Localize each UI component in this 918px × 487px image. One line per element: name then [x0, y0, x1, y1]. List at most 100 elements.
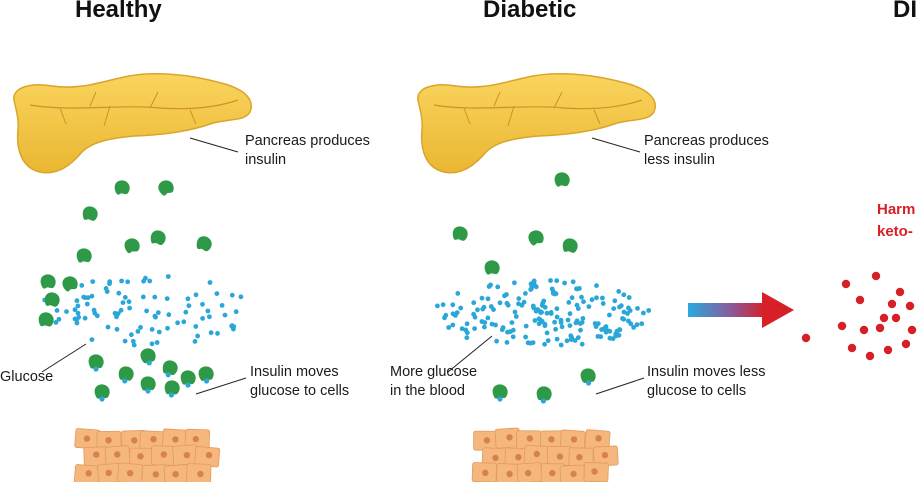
- glucose-dot-icon: [122, 295, 128, 300]
- glucose-dot-icon: [75, 310, 81, 316]
- glucose-dot-icon: [536, 321, 542, 327]
- insulin-molecule-icon: [536, 386, 552, 404]
- glucose-dot-icon: [125, 279, 131, 285]
- ketone-dot-icon: [887, 299, 897, 309]
- glucose-dot-icon: [129, 332, 134, 338]
- glucose-dot-icon: [89, 337, 95, 342]
- diabetic-blood-label: More glucose in the blood: [390, 363, 477, 401]
- glucose-dot-icon: [562, 280, 567, 286]
- glucose-dot-icon: [475, 307, 480, 313]
- glucose-dot-icon: [486, 284, 492, 289]
- label-line: in the blood: [390, 383, 465, 399]
- glucose-dot-icon: [616, 289, 622, 294]
- glucose-dot-icon: [493, 322, 498, 328]
- glucose-dot-icon: [595, 321, 601, 326]
- glucose-dot-icon: [175, 320, 181, 326]
- glucose-dot-icon: [126, 299, 132, 305]
- diabetic-cells-label: Insulin moves less glucose to cells: [647, 363, 765, 401]
- ketone-dot-icon: [895, 287, 905, 297]
- glucose-dot-icon: [548, 310, 554, 315]
- glucose-dot-icon: [579, 294, 584, 300]
- glucose-dot-icon: [471, 311, 476, 317]
- insulin-molecule-icon: [562, 238, 578, 253]
- glucose-dot-icon: [542, 323, 548, 329]
- glucose-dot-icon: [131, 342, 137, 348]
- ketone-dot-icon: [891, 313, 901, 323]
- glucose-dot-icon: [193, 324, 199, 329]
- ketone-dot-icon: [859, 325, 869, 335]
- leader-lines: [41, 137, 645, 395]
- glucose-dot-icon: [89, 293, 95, 299]
- glucose-dot-icon: [147, 278, 153, 284]
- glucose-dot-icon: [510, 334, 516, 340]
- glucose-dot-icon: [554, 336, 560, 342]
- glucose-dot-icon: [208, 330, 214, 336]
- glucose-dot-icon: [620, 316, 625, 321]
- glucose-dot-icon: [105, 324, 111, 330]
- glucose-dot-icon: [535, 307, 540, 312]
- glucose-dot-icon: [56, 316, 62, 322]
- glucose-dot-icon: [479, 295, 485, 301]
- glucose-dot-icon: [589, 297, 595, 303]
- glucose-dot-icon: [219, 303, 225, 308]
- panel-title-diabetic: Diabetic: [483, 0, 577, 23]
- glucose-dot-icon: [575, 335, 581, 340]
- glucose-dot-icon: [575, 286, 581, 292]
- glucose-dot-icon: [548, 278, 553, 283]
- ketone-dot-icon: [801, 333, 811, 343]
- glucose-dot-icon: [572, 338, 578, 343]
- glucose-dot-icon: [523, 334, 528, 340]
- glucose-dot-icon: [500, 325, 506, 330]
- glucose-dot-icon: [528, 281, 534, 287]
- glucose-dot-icon: [84, 301, 90, 307]
- glucose-dot-icon: [625, 311, 630, 316]
- glucose-dot-icon: [64, 309, 69, 314]
- glucose-dot-icon: [54, 308, 60, 313]
- insulin-molecule-icon: [484, 260, 500, 275]
- ketone-dot-icon: [847, 343, 857, 353]
- glucose-dot-icon: [450, 302, 456, 308]
- ketone-dot-icon: [837, 321, 847, 331]
- glucose-dot-icon: [485, 315, 491, 321]
- glucose-dot-icon: [164, 296, 170, 301]
- insulin-molecule-icon: [162, 360, 178, 378]
- ketone-dot-icon: [883, 345, 893, 355]
- glucose-dot-icon: [205, 308, 211, 314]
- glucose-dot-icon: [155, 310, 161, 315]
- right-arrow-icon: [688, 292, 794, 328]
- ketone-dot-icon: [871, 271, 881, 281]
- glucose-dot-icon: [92, 310, 98, 316]
- glucose-dot-icon: [612, 298, 618, 304]
- glucose-dot-icon: [594, 295, 599, 301]
- label-line: Pancreas produces: [644, 133, 769, 149]
- harmful-ketones-label: Harm keto-: [877, 199, 915, 243]
- glucose-dot-icon: [544, 310, 550, 316]
- glucose-dot-icon: [607, 312, 612, 318]
- glucose-dot-icon: [485, 296, 491, 302]
- insulin-molecule-icon: [158, 180, 174, 196]
- glucose-dot-icon: [104, 289, 110, 294]
- glucose-dot-icon: [238, 294, 244, 300]
- glucose-dot-icon: [156, 329, 162, 335]
- glucose-dot-icon: [130, 338, 136, 344]
- glucose-dot-icon: [127, 305, 132, 311]
- insulin-molecule-icon: [580, 368, 596, 386]
- glucose-dot-icon: [472, 326, 477, 331]
- glucose-dot-icon: [635, 306, 640, 311]
- glucose-dot-icon: [135, 329, 141, 334]
- insulin-molecule-icon: [118, 366, 134, 384]
- glucose-dot-icon: [566, 300, 572, 305]
- label-line: Pancreas produces: [245, 133, 370, 149]
- glucose-dot-icon: [138, 325, 143, 330]
- insulin-molecule-icon: [180, 370, 196, 388]
- glucose-dot-icon: [554, 306, 560, 312]
- ketone-dot-icon: [907, 325, 917, 335]
- glucose-dot-icon: [82, 315, 88, 321]
- glucose-dot-icon: [539, 309, 544, 315]
- glucose-dot-icon: [578, 327, 583, 333]
- insulin-molecule-icon: [44, 292, 60, 307]
- glucose-dot-icon: [114, 326, 120, 332]
- glucose-dot-icon: [480, 306, 486, 312]
- ketone-dot-icon: [901, 339, 911, 349]
